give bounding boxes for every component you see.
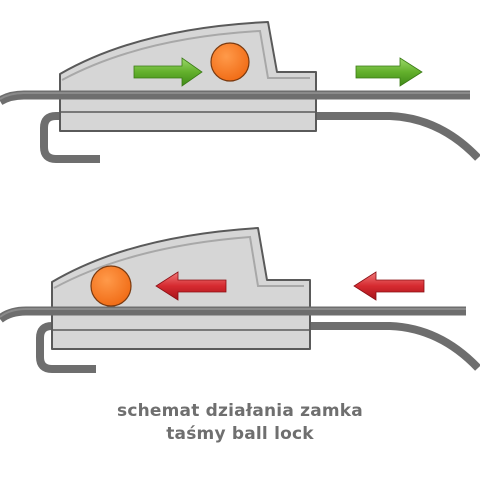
strap-upper-bottom [0, 306, 466, 323]
lock-state-bottom [0, 227, 480, 373]
ball-lock-diagram [0, 21, 480, 373]
caption-line-1: schemat działania zamka [117, 401, 363, 421]
strap-lower-top [40, 112, 480, 163]
housing-track-bottom [53, 235, 304, 289]
arrow-left-outside [353, 271, 425, 301]
arrow-left-inside [155, 271, 227, 301]
ball-bottom [90, 265, 132, 307]
lock-state-top [0, 21, 480, 163]
strap-lower-bottom [36, 322, 480, 373]
housing-track-top [61, 29, 310, 81]
arrow-right-inside [133, 57, 203, 87]
strap-upper-top [0, 90, 470, 105]
ball-top [210, 42, 250, 82]
arrow-right-outside [355, 57, 423, 87]
diagram-caption: schemat działania zamka taśmy ball lock [0, 400, 480, 446]
caption-line-2: taśmy ball lock [166, 424, 314, 444]
